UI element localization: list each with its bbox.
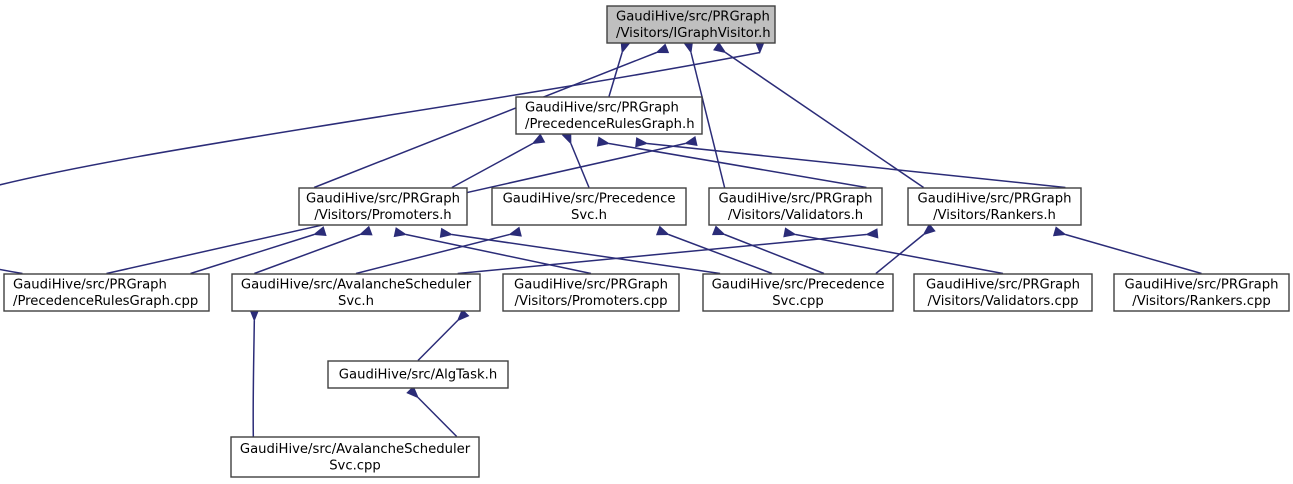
dependency-arrowhead [1052,226,1067,237]
precedencerulesgraph-h-node[interactable]: GaudiHive/src/PRGraph/PrecedenceRulesGra… [515,96,703,135]
node-label-line: GaudiHive/src/AvalancheScheduler [240,442,471,457]
node-box[interactable] [913,273,1093,312]
dependency-edge [252,320,256,437]
node-label-line: GaudiHive/src/AlgTask.h [339,368,497,383]
algtask-h-node[interactable]: GaudiHive/src/AlgTask.h [327,360,509,389]
dependency-edge [457,233,867,275]
node-layer: GaudiHive/src/PRGraph/Visitors/IGraphVis… [3,5,1290,478]
node-box[interactable] [515,96,703,135]
node-label-line: Svc.cpp [772,294,824,309]
node-label-line: /Visitors/Promoters.h [314,208,451,223]
dependency-arrowhead [655,43,670,54]
dependency-arrowhead [655,225,670,236]
dependency-arrowhead [439,227,454,238]
rankers-h-node[interactable]: GaudiHive/src/PRGraph/Visitors/Rankers.h [907,187,1082,226]
promoters-cpp-node[interactable]: GaudiHive/src/PRGraph/Visitors/Promoters… [502,273,680,312]
dependency-arrowhead [596,136,611,147]
node-box[interactable] [907,187,1082,226]
node-box[interactable] [702,273,894,312]
node-label-line: /Visitors/Rankers.cpp [1132,294,1270,309]
dependency-edge [875,233,925,275]
node-box[interactable] [327,360,509,389]
node-box[interactable] [3,273,210,312]
precedencerulesgraph-cpp-node[interactable]: GaudiHive/src/PRGraph/PrecedenceRulesGra… [3,273,210,312]
dependency-edge [724,233,825,275]
dependency-edge [417,319,459,362]
dependency-edge [451,233,721,275]
node-label-line: Svc.h [338,294,374,309]
dependency-arrowhead [406,385,419,399]
dependency-arrowhead [635,137,649,148]
dependency-edge [570,143,590,188]
node-box[interactable] [231,273,481,312]
dependency-edge [668,233,773,275]
dependency-edge [0,51,761,275]
node-label-line: GaudiHive/src/PRGraph [1125,277,1279,292]
dependency-arrowhead [531,133,546,145]
node-label-line: GaudiHive/src/PRGraph [525,100,679,115]
node-label-line: /Visitors/IGraphVisitor.h [616,26,771,41]
dependency-arrowhead [711,225,726,236]
node-label-line: /Visitors/Validators.h [728,208,863,223]
node-label-line: GaudiHive/src/AvalancheScheduler [241,277,472,292]
dependency-arrowhead [508,226,522,237]
igraphvisitor-h-node[interactable]: GaudiHive/src/PRGraph/Visitors/IGraphVis… [606,5,776,44]
node-box[interactable] [230,436,480,478]
node-label-line: /PrecedenceRulesGraph.h [525,117,695,132]
dependency-arrowhead [683,135,698,146]
node-label-line: GaudiHive/src/PRGraph [719,191,873,206]
node-label-line: GaudiHive/src/PRGraph [616,9,770,24]
dependency-arrowhead [865,228,879,239]
dependency-edge [725,51,924,189]
dependency-arrowhead [713,41,727,54]
root-node-box[interactable] [606,5,776,44]
dependency-edge [608,142,867,189]
node-label-line: GaudiHive/src/PRGraph [514,277,668,292]
dependency-edge [690,52,726,188]
dependency-edge [1065,233,1202,275]
dependency-edge [417,396,458,438]
rankers-cpp-node[interactable]: GaudiHive/src/PRGraph/Visitors/Rankers.c… [1113,273,1290,312]
dependency-edge [190,233,315,275]
validators-cpp-node[interactable]: GaudiHive/src/PRGraph/Visitors/Validator… [913,273,1093,312]
node-label-line: /Visitors/Rankers.h [933,208,1056,223]
dependency-edge [254,233,361,275]
node-label-line: Svc.cpp [329,458,381,473]
dependency-edge [608,52,623,97]
dependency-edge [313,51,657,189]
node-label-line: /Visitors/Promoters.cpp [515,294,668,309]
node-box[interactable] [491,187,687,226]
node-label-line: GaudiHive/src/Precedence [712,277,885,292]
dependency-arrowhead [922,223,936,236]
dependency-arrowhead [312,226,327,236]
dependency-arrowhead [456,308,470,322]
node-label-line: Svc.h [571,208,607,223]
node-label-line: GaudiHive/src/PRGraph [918,191,1072,206]
dependency-edge [451,142,534,189]
dependency-edge [647,142,1066,189]
validators-h-node[interactable]: GaudiHive/src/PRGraph/Visitors/Validator… [708,187,883,226]
node-label-line: GaudiHive/src/Precedence [503,191,676,206]
promoters-h-node[interactable]: GaudiHive/src/PRGraph/Visitors/Promoters… [298,187,468,226]
node-box[interactable] [502,273,680,312]
node-label-line: /Visitors/Validators.cpp [928,294,1079,309]
dependency-edge [355,233,510,275]
node-label-line: GaudiHive/src/PRGraph [926,277,1080,292]
node-label-line: GaudiHive/src/PRGraph [13,277,167,292]
node-box[interactable] [1113,273,1290,312]
node-label-line: /PrecedenceRulesGraph.cpp [13,294,198,309]
dependency-arrowhead [783,227,797,238]
dependency-edge [405,233,592,275]
node-label-line: GaudiHive/src/PRGraph [306,191,460,206]
node-box[interactable] [708,187,883,226]
dependency-arrowhead [393,227,408,238]
node-box[interactable] [298,187,468,226]
dependency-arrowhead [358,225,373,236]
